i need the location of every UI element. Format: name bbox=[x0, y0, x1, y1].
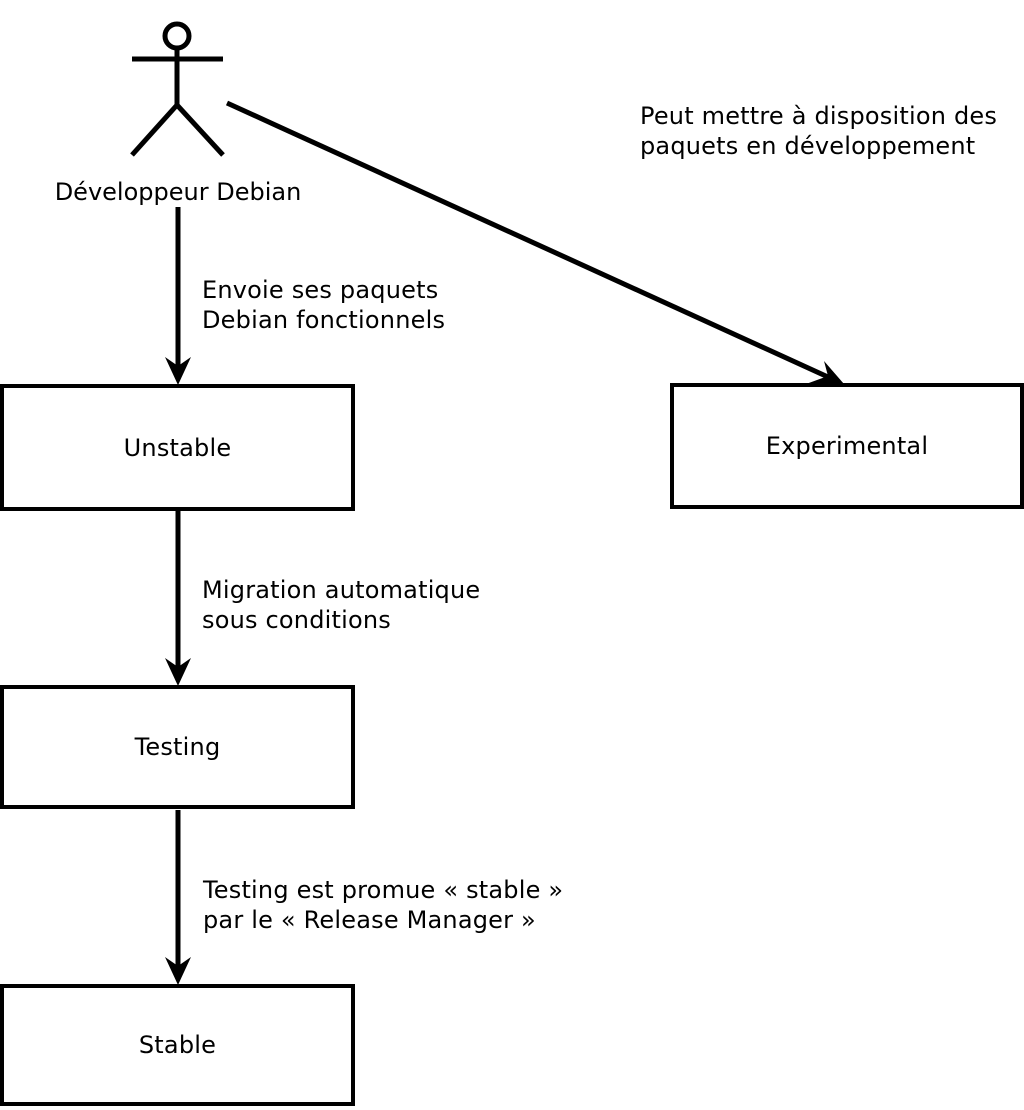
arrow-unstable-to-testing bbox=[165, 511, 191, 686]
annotation-experimental: Peut mettre à disposition des paquets en… bbox=[640, 101, 997, 161]
stick-figure-icon bbox=[130, 21, 225, 157]
arrowhead-icon bbox=[165, 658, 191, 686]
annotation-line: Peut mettre à disposition des bbox=[640, 102, 998, 130]
annotation-line: Envoie ses paquets bbox=[202, 276, 439, 304]
annotation-upload: Envoie ses paquets Debian fonctionnels bbox=[202, 275, 445, 335]
node-experimental: Experimental bbox=[670, 383, 1024, 509]
node-label: Stable bbox=[138, 1031, 217, 1059]
node-testing: Testing bbox=[0, 685, 355, 809]
node-label: Experimental bbox=[765, 432, 929, 460]
arrowhead-icon bbox=[806, 361, 844, 384]
node-stable: Stable bbox=[0, 984, 355, 1106]
annotation-line: sous conditions bbox=[202, 606, 391, 634]
actor-leg-right bbox=[175, 103, 225, 157]
arrowhead-icon bbox=[165, 357, 191, 385]
annotation-line: Testing est promue « stable » bbox=[203, 876, 564, 904]
arrow-shaft bbox=[225, 100, 830, 380]
actor-leg-left bbox=[130, 103, 179, 157]
actor-head bbox=[162, 21, 192, 51]
annotation-line: paquets en développement bbox=[640, 132, 976, 160]
annotation-migration: Migration automatique sous conditions bbox=[202, 575, 480, 635]
annotation-promotion: Testing est promue « stable » par le « R… bbox=[203, 875, 563, 935]
annotation-line: Debian fonctionnels bbox=[202, 306, 446, 334]
arrowhead-icon bbox=[165, 957, 191, 985]
node-unstable: Unstable bbox=[0, 384, 355, 511]
arrow-developer-to-unstable bbox=[165, 207, 191, 385]
annotation-line: Migration automatique bbox=[202, 576, 481, 604]
actor-label: Développeur Debian bbox=[54, 178, 302, 206]
arrow-developer-to-experimental bbox=[225, 100, 844, 384]
node-label: Testing bbox=[134, 733, 221, 761]
node-label: Unstable bbox=[123, 433, 232, 462]
annotation-line: par le « Release Manager » bbox=[203, 906, 536, 934]
arrow-testing-to-stable bbox=[165, 810, 191, 985]
